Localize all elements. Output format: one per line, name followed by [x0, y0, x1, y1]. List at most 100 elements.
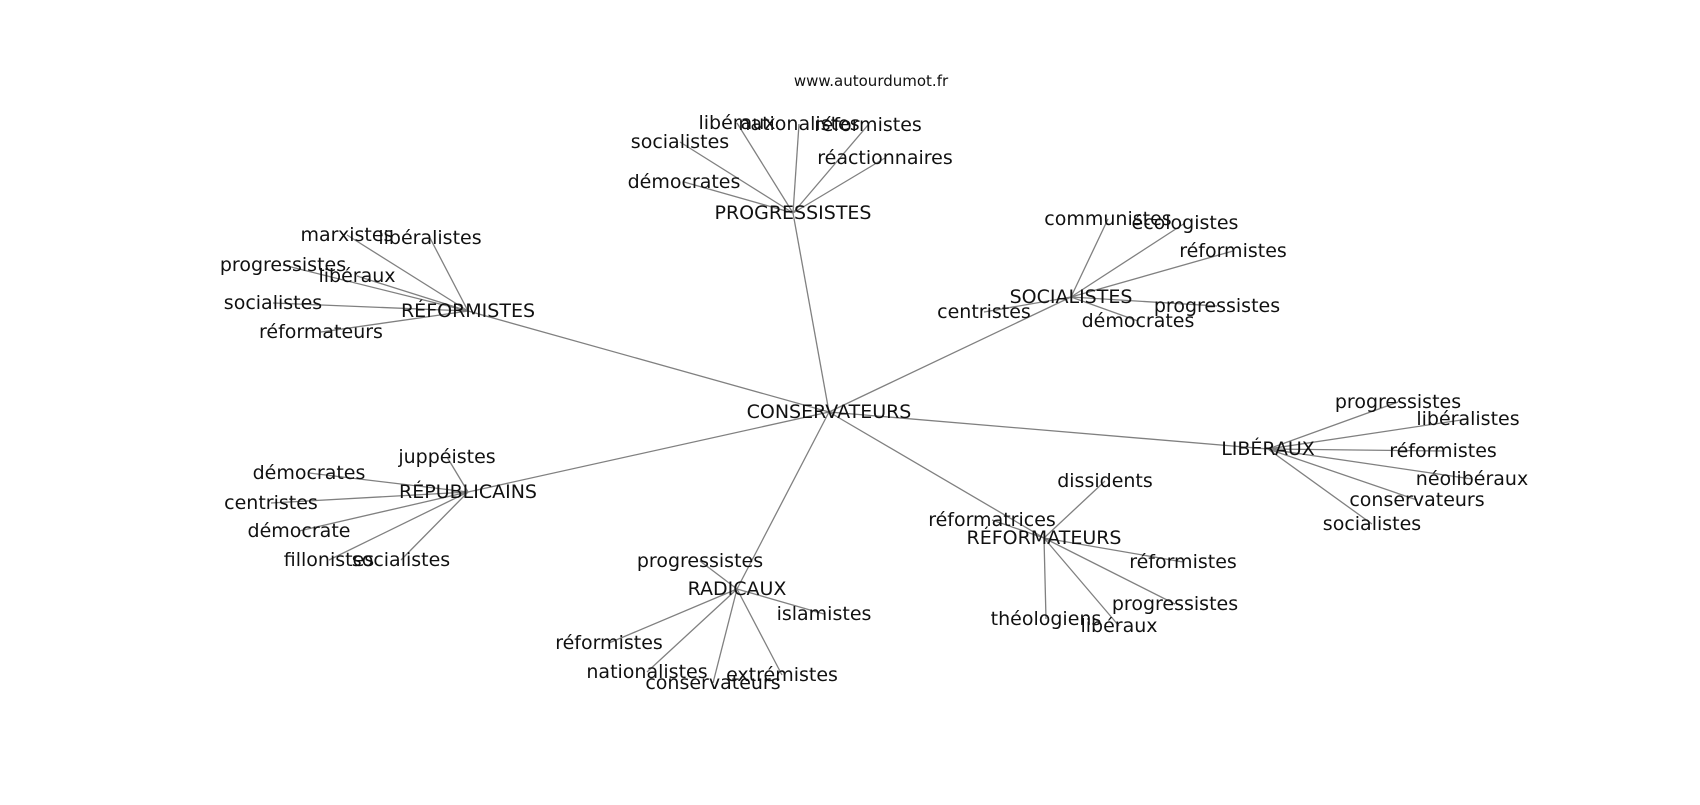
leaf-socialistes-democrates[interactable]: démocrates [1082, 310, 1195, 332]
edge-reformateurs-dissidents [1043, 480, 1106, 539]
edge-liberaux-progressistes [1267, 401, 1399, 450]
edge-liberaux-neoliberaux [1267, 448, 1473, 480]
edge-liberaux-conservateurs [1267, 448, 1418, 501]
edge-radicaux-nationalistes [646, 588, 738, 673]
edge-radicaux-reformistes [608, 588, 738, 644]
leaf-radicaux-extremistes[interactable]: extrémistes [726, 664, 838, 686]
edge-liberaux-socialistes [1267, 448, 1373, 525]
leaf-socialistes-centristes[interactable]: centristes [937, 301, 1031, 323]
leaf-radicaux-nationalistes[interactable]: nationalistes [586, 661, 707, 683]
hub-reformistes[interactable]: RÉFORMISTES [401, 299, 535, 322]
edge-reformistes-progressistes [282, 264, 469, 312]
leaf-reformateurs-progressistes[interactable]: progressistes [1112, 593, 1238, 615]
edge-republicains-socialistes [400, 491, 469, 561]
edge-conservateurs-reformistes [467, 310, 830, 413]
edge-reformateurs-reformistes [1043, 537, 1184, 563]
edge-liberaux-reformistes [1267, 448, 1444, 452]
edge-reformistes-socialistes [272, 302, 469, 312]
edge-conservateurs-reformateurs [828, 411, 1045, 539]
edge-conservateurs-progressistes [792, 212, 830, 413]
leaf-reformateurs-theologiens[interactable]: théologiens [991, 608, 1102, 630]
leaf-reformateurs-reformatrices[interactable]: réformatrices [928, 509, 1056, 531]
leaf-socialistes-progressistes[interactable]: progressistes [1154, 295, 1280, 317]
edge-socialistes-ecologistes [1070, 222, 1186, 298]
edge-liberaux-liberalistes [1267, 418, 1469, 450]
hub-radicaux[interactable]: RADICAUX [688, 578, 787, 600]
leaf-republicains-socialistes[interactable]: socialistes [352, 549, 450, 571]
edge-radicaux-progressistes [699, 560, 738, 590]
leaf-socialistes-ecologistes[interactable]: écologistes [1132, 212, 1239, 234]
leaf-progressistes-reformistes[interactable]: réformistes [814, 114, 922, 136]
leaf-republicains-centristes[interactable]: centristes [224, 492, 318, 514]
leaf-socialistes-communistes[interactable]: communistes [1044, 208, 1171, 230]
edge-republicains-democrate [298, 491, 469, 532]
edge-progressistes-reactionnaires [792, 157, 886, 214]
edge-radicaux-islamistes [736, 588, 825, 615]
leaf-radicaux-reformistes[interactable]: réformistes [555, 632, 663, 654]
leaf-progressistes-liberaux[interactable]: libéraux [698, 112, 775, 134]
edge-conservateurs-liberaux [828, 411, 1269, 450]
edge-reformistes-marxistes [346, 234, 469, 312]
node-conservateurs[interactable]: CONSERVATEURS [747, 401, 912, 423]
hub-republicains[interactable]: RÉPUBLICAINS [399, 480, 537, 503]
leaf-liberaux-liberalistes[interactable]: libéralistes [1416, 408, 1519, 430]
edge-reformateurs-progressistes [1043, 537, 1176, 605]
leaf-liberaux-conservateurs[interactable]: conservateurs [1349, 489, 1484, 511]
edge-republicains-democrates [308, 472, 469, 493]
leaf-reformistes-liberalistes[interactable]: libéralistes [378, 227, 481, 249]
leaf-republicains-democrate[interactable]: démocrate [248, 520, 351, 542]
leaf-progressistes-nationalistes[interactable]: nationalistes [738, 113, 859, 135]
leaf-liberaux-socialistes[interactable]: socialistes [1323, 513, 1421, 535]
edge-socialistes-progressistes [1070, 296, 1218, 307]
leaf-reformistes-marxistes[interactable]: marxistes [301, 224, 394, 246]
hub-progressistes[interactable]: PROGRESSISTES [714, 202, 871, 224]
edge-reformistes-reformateurs [320, 310, 469, 333]
edge-progressistes-liberaux [736, 122, 794, 214]
leaf-reformateurs-dissidents[interactable]: dissidents [1057, 470, 1153, 492]
leaf-radicaux-progressistes[interactable]: progressistes [637, 550, 763, 572]
edge-reformateurs-liberaux [1043, 537, 1120, 627]
labels-layer: CONSERVATEURSlibérauxnationalistesréform… [220, 112, 1528, 694]
leaf-reformistes-reformateurs[interactable]: réformateurs [259, 321, 383, 343]
edge-socialistes-communistes [1070, 218, 1109, 298]
edge-radicaux-conservateurs [712, 588, 738, 684]
leaf-socialistes-reformistes[interactable]: réformistes [1179, 240, 1287, 262]
leaf-reformateurs-reformistes[interactable]: réformistes [1129, 551, 1237, 573]
leaf-progressistes-socialistes[interactable]: socialistes [631, 131, 729, 153]
leaf-republicains-democrates[interactable]: démocrates [253, 462, 366, 484]
edge-republicains-fillonistes [328, 491, 469, 561]
edge-radicaux-extremistes [736, 588, 783, 676]
edge-progressistes-reformistes [792, 124, 869, 214]
edge-reformateurs-theologiens [1043, 537, 1047, 620]
leaf-liberaux-reformistes[interactable]: réformistes [1389, 440, 1497, 462]
hub-liberaux[interactable]: LIBÉRAUX [1221, 437, 1315, 460]
leaf-republicains-juppeistes[interactable]: juppéistes [397, 446, 495, 468]
edge-republicains-juppeistes [446, 456, 469, 493]
leaf-reformateurs-liberaux[interactable]: libéraux [1080, 615, 1157, 637]
edge-progressistes-democrates [683, 181, 794, 214]
edge-socialistes-reformistes [1070, 250, 1234, 298]
hub-socialistes[interactable]: SOCIALISTES [1010, 286, 1133, 308]
leaf-reformistes-progressistes[interactable]: progressistes [220, 254, 346, 276]
leaf-progressistes-reactionnaires[interactable]: réactionnaires [817, 147, 953, 169]
edge-socialistes-democrates [1070, 296, 1139, 322]
edge-reformistes-liberalistes [429, 237, 469, 312]
edge-republicains-centristes [270, 491, 469, 504]
leaf-republicains-fillonistes[interactable]: fillonistes [284, 549, 374, 571]
leaf-reformistes-socialistes[interactable]: socialistes [224, 292, 322, 314]
edge-reformistes-liberaux [356, 275, 469, 312]
leaf-radicaux-conservateurs[interactable]: conservateurs [645, 672, 780, 694]
leaf-progressistes-democrates[interactable]: démocrates [628, 171, 741, 193]
leaf-reformistes-liberaux[interactable]: libéraux [318, 265, 395, 287]
leaf-liberaux-neoliberaux[interactable]: néolibéraux [1416, 468, 1528, 490]
edge-progressistes-nationalistes [792, 123, 800, 214]
edge-socialistes-centristes [983, 296, 1072, 313]
edge-conservateurs-republicains [467, 411, 830, 493]
leaf-liberaux-progressistes[interactable]: progressistes [1335, 391, 1461, 413]
hub-reformateurs[interactable]: RÉFORMATEURS [967, 526, 1122, 549]
leaf-radicaux-islamistes[interactable]: islamistes [777, 603, 872, 625]
edge-progressistes-socialistes [679, 141, 794, 214]
site-watermark: www.autourdumot.fr [793, 72, 949, 90]
